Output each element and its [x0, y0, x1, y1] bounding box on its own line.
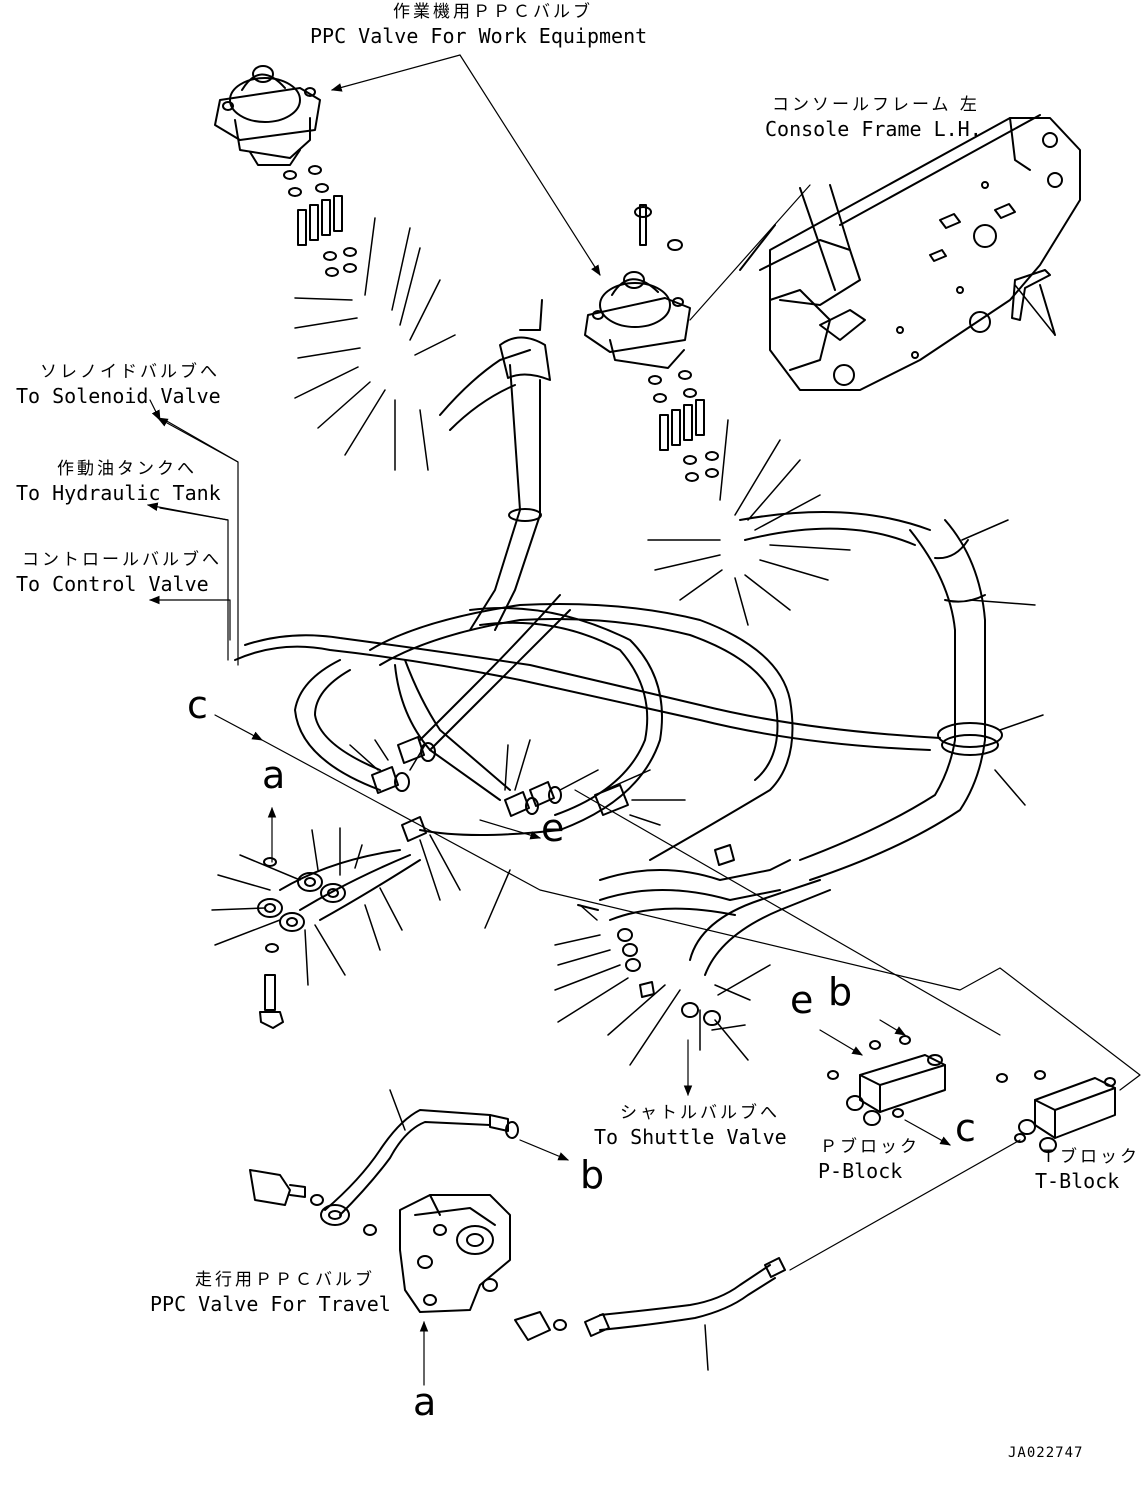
tblock-label-jp: Ｔブロック — [1040, 1147, 1140, 1167]
control-label-en: To Control Valve — [16, 572, 209, 596]
ref-letter-a-lower: a — [413, 1380, 437, 1424]
destination-arrows — [146, 417, 239, 521]
ppc-travel-label-en: PPC Valve For Travel — [150, 1292, 391, 1316]
console-frame — [739, 114, 1081, 391]
pblock-label-en: P-Block — [818, 1159, 903, 1183]
console-label-en: Console Frame L.H. — [765, 117, 982, 141]
ppc-valve-travel — [249, 1169, 567, 1341]
ppc-valve-1-seals — [283, 165, 357, 277]
ref-letter-b-pblock: b — [828, 970, 853, 1014]
shuttle-label-en: To Shuttle Valve — [594, 1125, 787, 1149]
travel-hoses — [320, 1109, 786, 1337]
ref-letter-b-lower: b — [580, 1153, 605, 1197]
hose-loops — [234, 594, 941, 861]
ref-letter-e-center: e — [541, 806, 565, 850]
console-label-jp: コンソールフレーム 左 — [772, 95, 980, 115]
solenoid-label-jp: ソレノイドバルブへ — [40, 362, 220, 382]
shuttle-label-jp: シャトルバルブへ — [620, 1103, 780, 1123]
tblock-label-en: T-Block — [1035, 1169, 1120, 1193]
tank-label-jp: 作動油タンクへ — [57, 459, 197, 479]
ref-letter-a-upper: a — [262, 753, 286, 797]
ref-letter-e-pblock: e — [790, 978, 814, 1022]
t-block — [996, 1070, 1116, 1153]
ppc-travel-label-jp: 走行用ＰＰＣバルブ — [195, 1270, 375, 1290]
ppc-valve-work-1 — [214, 65, 321, 166]
ppc-work-label-jp: 作業機用ＰＰＣバルブ — [393, 2, 593, 22]
leader-lines — [211, 217, 1056, 1371]
main-hose-bundle — [439, 299, 1003, 881]
ref-letter-c-lower: c — [955, 1106, 976, 1150]
fittings-left — [257, 849, 421, 1029]
solenoid-label-en: To Solenoid Valve — [16, 384, 221, 408]
ppc-valve-work-2 — [584, 204, 719, 482]
ppc-work-label-en: PPC Valve For Work Equipment — [310, 24, 648, 48]
pblock-label-jp: Ｐブロック — [820, 1137, 920, 1157]
p-block — [827, 1035, 946, 1126]
control-label-jp: コントロールバルブへ — [22, 550, 222, 570]
ref-letter-c-upper: c — [187, 683, 208, 727]
tank-label-en: To Hydraulic Tank — [16, 481, 221, 505]
drawing-id: JA022747 — [1008, 1445, 1084, 1461]
fittings-right — [577, 844, 831, 1026]
